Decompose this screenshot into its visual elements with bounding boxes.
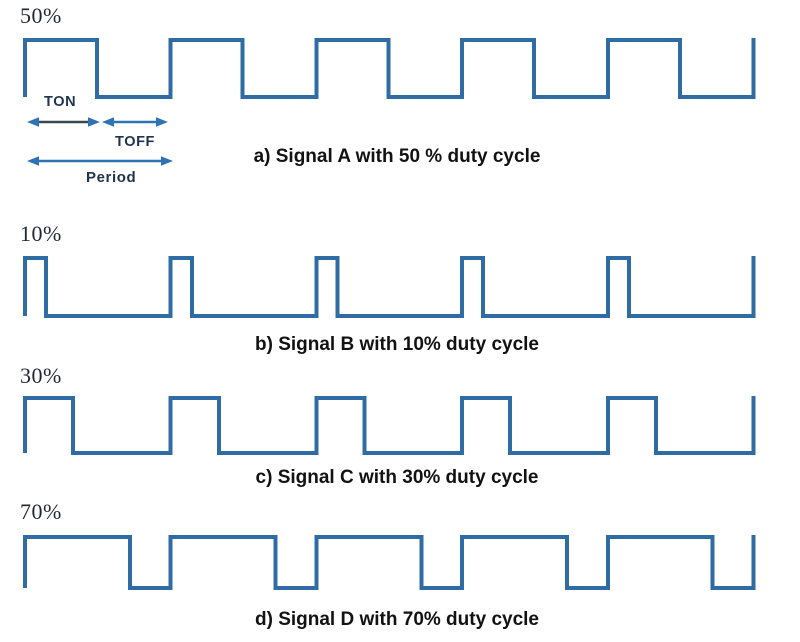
- toff-arrow-head-right: [156, 117, 168, 127]
- period-arrow-head-left: [27, 156, 39, 166]
- ton-label: TON: [44, 94, 77, 110]
- duty-label-signal-a: 50%: [20, 3, 62, 28]
- duty-label-signal-c: 30%: [20, 363, 62, 388]
- period-arrow-head-right: [161, 156, 173, 166]
- caption-signal-a: a) Signal A with 50 % duty cycle: [253, 146, 541, 167]
- waveform-signal-d: [23, 535, 756, 590]
- caption-signal-b: b) Signal B with 10% duty cycle: [254, 334, 539, 355]
- waveform-signal-b: [23, 256, 756, 318]
- duty-label-signal-d: 70%: [20, 499, 62, 524]
- waveform-signal-a: [23, 38, 756, 99]
- ton-arrow-head-right: [88, 117, 100, 127]
- toff-arrow: [102, 117, 168, 127]
- toff-arrow-head-left: [102, 117, 114, 127]
- duty-label-signal-b: 10%: [20, 221, 62, 246]
- waveform-signal-c: [23, 396, 756, 455]
- ton-arrow: [27, 117, 100, 127]
- toff-label: TOFF: [115, 134, 155, 150]
- caption-signal-d: d) Signal D with 70% duty cycle: [254, 609, 539, 630]
- period-arrow: [27, 156, 173, 166]
- period-label: Period: [86, 169, 137, 186]
- caption-signal-c: c) Signal C with 30% duty cycle: [255, 467, 539, 488]
- ton-arrow-head-left: [27, 117, 39, 127]
